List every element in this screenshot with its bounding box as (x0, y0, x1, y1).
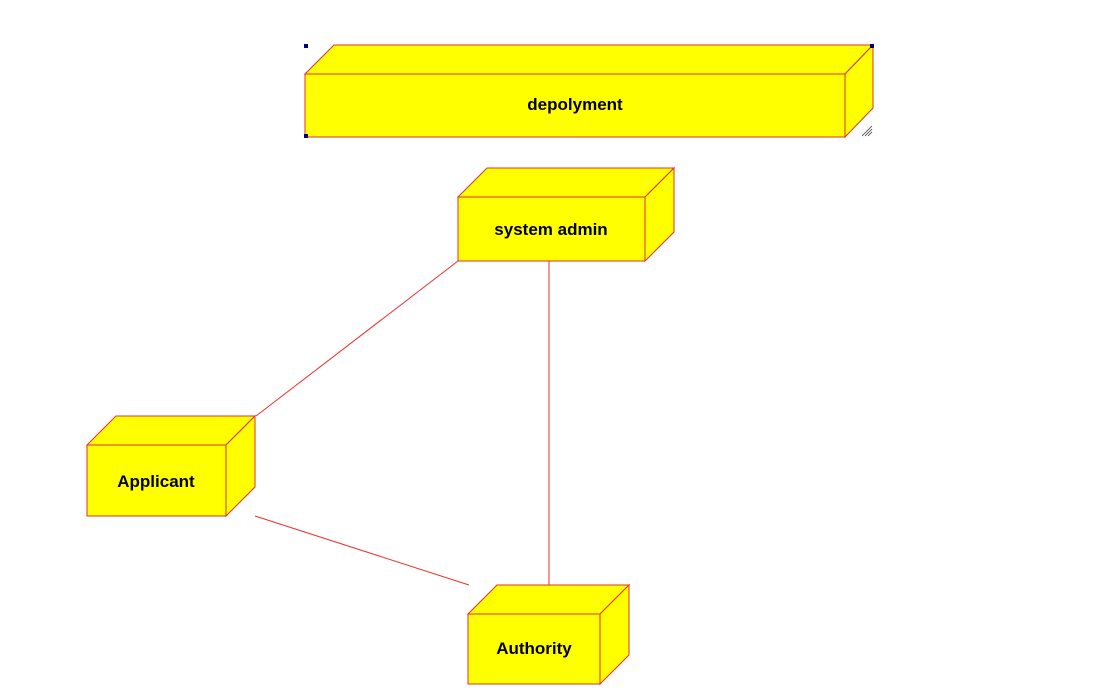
node-applicant[interactable]: Applicant (85, 414, 257, 518)
edge-system-admin-applicant[interactable] (255, 260, 459, 417)
node-depolyment-top-face (303, 44, 875, 75)
node-system-admin-top-face (456, 167, 676, 198)
connections (254, 260, 550, 586)
resize-grip-icon[interactable] (861, 125, 873, 137)
node-authority[interactable]: Authority (466, 583, 631, 686)
node-authority-front-face (467, 613, 601, 685)
selection-handles[interactable] (304, 44, 874, 138)
node-applicant-label: Applicant (117, 472, 195, 491)
selection-handle-top-left[interactable] (304, 44, 308, 48)
node-authority-label: Authority (496, 639, 572, 658)
node-depolyment[interactable]: depolyment (303, 43, 875, 139)
node-system-admin-label: system admin (494, 220, 607, 239)
node-system-admin[interactable]: system admin (456, 166, 676, 263)
edge-applicant-authority[interactable] (254, 515, 470, 586)
selection-handle-top-right[interactable] (870, 44, 874, 48)
node-depolyment-label: depolyment (527, 95, 623, 114)
node-applicant-front-face (86, 444, 227, 517)
node-system-admin-front-face (457, 196, 646, 262)
node-depolyment-front-face (304, 73, 846, 138)
selection-handle-bottom-left[interactable] (304, 134, 308, 138)
